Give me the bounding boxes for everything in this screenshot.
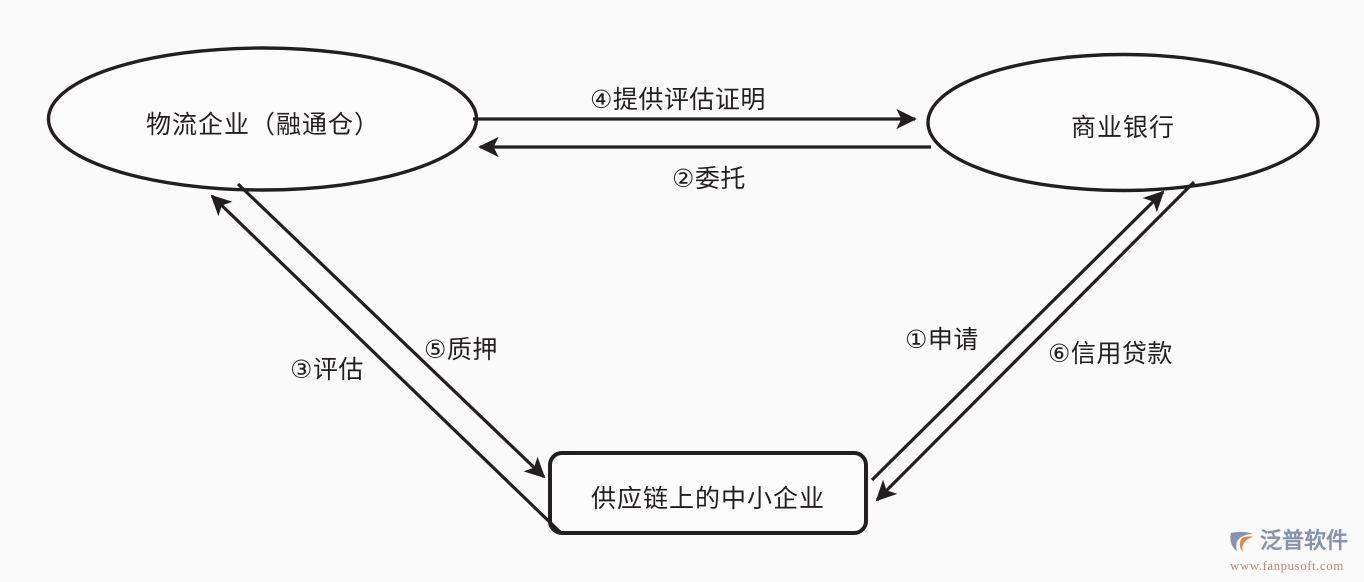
edge-6-line	[875, 180, 1196, 502]
edge-label-appraise: ③评估	[290, 356, 364, 384]
watermark-brand-text: 泛普软件	[1260, 527, 1349, 553]
node-sme-shape	[548, 451, 868, 535]
edge-label-apply: ①申请	[905, 326, 979, 354]
watermark-url-text: www.fanpusoft.com	[1230, 557, 1344, 573]
node-logistics-label: 物流企业（融通仓）	[145, 111, 380, 139]
node-bank-label: 商业银行	[1070, 114, 1175, 142]
edge-5-line	[210, 194, 562, 534]
edge-label-credit-loan: ⑥信用贷款	[1048, 340, 1173, 368]
edge-1-line	[870, 190, 1165, 482]
edge-label-pledge: ⑤质押	[424, 336, 498, 364]
fanpu-swirl-icon	[1230, 531, 1253, 552]
watermark-logo: 泛普软件 www.fanpusoft.com	[1228, 522, 1360, 578]
node-sme-label: 供应链上的中小企业	[590, 485, 825, 513]
node-bank-shape	[926, 52, 1320, 193]
edge-label-provide-appraisal-certificate: ④提供评估证明	[590, 86, 766, 114]
edge-label-entrust: ②委托	[672, 165, 746, 193]
watermark-top-row: 泛普软件	[1228, 527, 1348, 555]
edge-3-line	[236, 182, 546, 479]
